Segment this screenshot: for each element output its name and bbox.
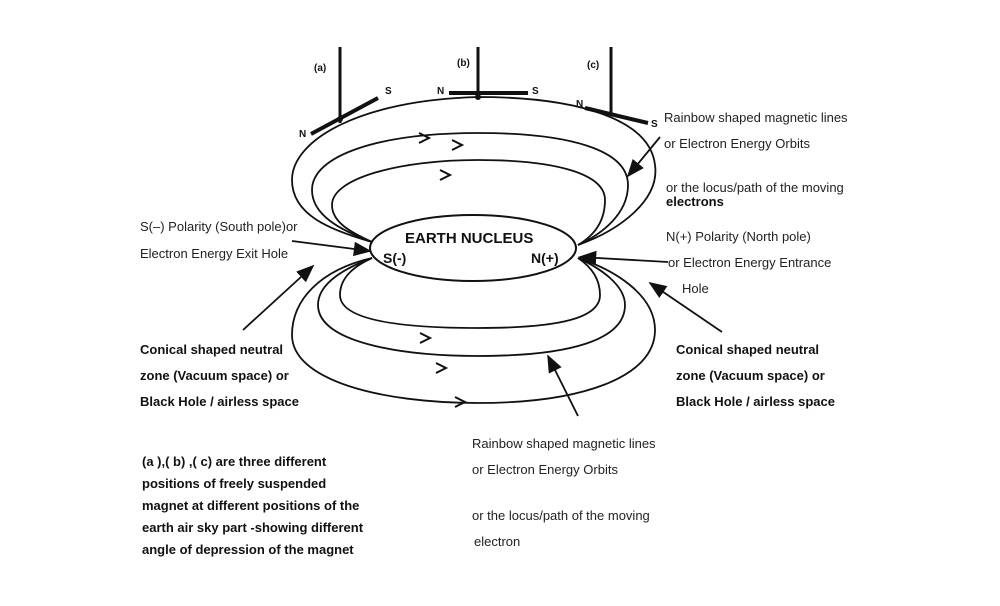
magnet-b-label: (b) — [457, 58, 470, 69]
note-line: Conical shaped neutral — [676, 342, 819, 357]
pointer-top-right — [626, 136, 661, 178]
note-line: Black Hole / airless space — [676, 394, 835, 409]
magnet-c: (c) N S — [576, 47, 658, 130]
note-line: or the locus/path of the moving — [666, 180, 844, 195]
note-line: Conical shaped neutral — [140, 342, 283, 357]
note-line: Black Hole / airless space — [140, 394, 299, 409]
note-line: or Electron Energy Entrance — [668, 255, 831, 270]
right-cone-note: Conical shaped neutral zone (Vacuum spac… — [676, 342, 835, 409]
nucleus-title: EARTH NUCLEUS — [405, 230, 533, 247]
bottom-field-line-outer — [291, 257, 656, 404]
note-line: zone (Vacuum space) or — [140, 368, 289, 383]
note-line: zone (Vacuum space) or — [676, 368, 825, 383]
note-line: Electron Energy Exit Hole — [140, 246, 288, 261]
caption-line: positions of freely suspended — [142, 476, 326, 491]
top-field-line-inner — [331, 159, 606, 246]
magnet-a-s: S — [385, 86, 392, 97]
south-note: S(–) Polarity (South pole)or Electron En… — [140, 219, 298, 261]
bottom-field-line-inner — [339, 257, 601, 329]
note-line: Rainbow shaped magnetic lines — [472, 436, 656, 451]
note-line: N(+) Polarity (North pole) — [666, 229, 811, 244]
note-line: or Electron Energy Orbits — [472, 462, 618, 477]
pointer-south-pole — [291, 240, 372, 257]
caption: (a ),( b) ,( c) are three different posi… — [142, 454, 364, 557]
pointer-right-cone — [648, 281, 723, 333]
nucleus-north-label: N(+) — [531, 250, 559, 266]
note-line: electron — [474, 534, 520, 549]
note-line: Hole — [682, 281, 709, 296]
magnet-a-n: N — [299, 129, 306, 140]
magnet-b-n: N — [437, 86, 444, 97]
caption-line: (a ),( b) ,( c) are three different — [142, 454, 327, 469]
nucleus-south-label: S(-) — [383, 250, 406, 266]
caption-line: angle of depression of the magnet — [142, 542, 354, 557]
caption-line: earth air sky part -showing different — [142, 520, 364, 535]
top-field-line-middle — [311, 132, 629, 246]
bottom-field-line-middle — [317, 257, 626, 357]
magnet-c-n: N — [576, 99, 583, 110]
left-cone-note: Conical shaped neutral zone (Vacuum spac… — [140, 342, 299, 409]
magnet-c-label: (c) — [587, 60, 599, 71]
pointer-left-cone — [242, 264, 315, 331]
magnet-a-label: (a) — [314, 63, 326, 74]
note-line: S(–) Polarity (South pole)or — [140, 219, 298, 234]
bottom-note: Rainbow shaped magnetic lines or Electro… — [472, 436, 656, 549]
magnet-b-s: S — [532, 86, 539, 97]
top-right-note: Rainbow shaped magnetic lines or Electro… — [664, 110, 848, 209]
note-line: Rainbow shaped magnetic lines — [664, 110, 848, 125]
note-line: or the locus/path of the moving — [472, 508, 650, 523]
note-line: or Electron Energy Orbits — [664, 136, 810, 151]
caption-line: magnet at different positions of the — [142, 498, 359, 513]
earth-nucleus-ellipse — [369, 214, 577, 282]
north-note: N(+) Polarity (North pole) or Electron E… — [666, 229, 831, 296]
pointer-north-pole — [578, 250, 669, 266]
magnet-b: (b) N S — [437, 47, 539, 100]
magnet-a: (a) N S — [299, 47, 392, 140]
note-line: electrons — [666, 194, 724, 209]
pointer-bottom — [547, 354, 579, 417]
field-direction-arrows — [418, 132, 468, 408]
magnet-c-s: S — [651, 119, 658, 130]
